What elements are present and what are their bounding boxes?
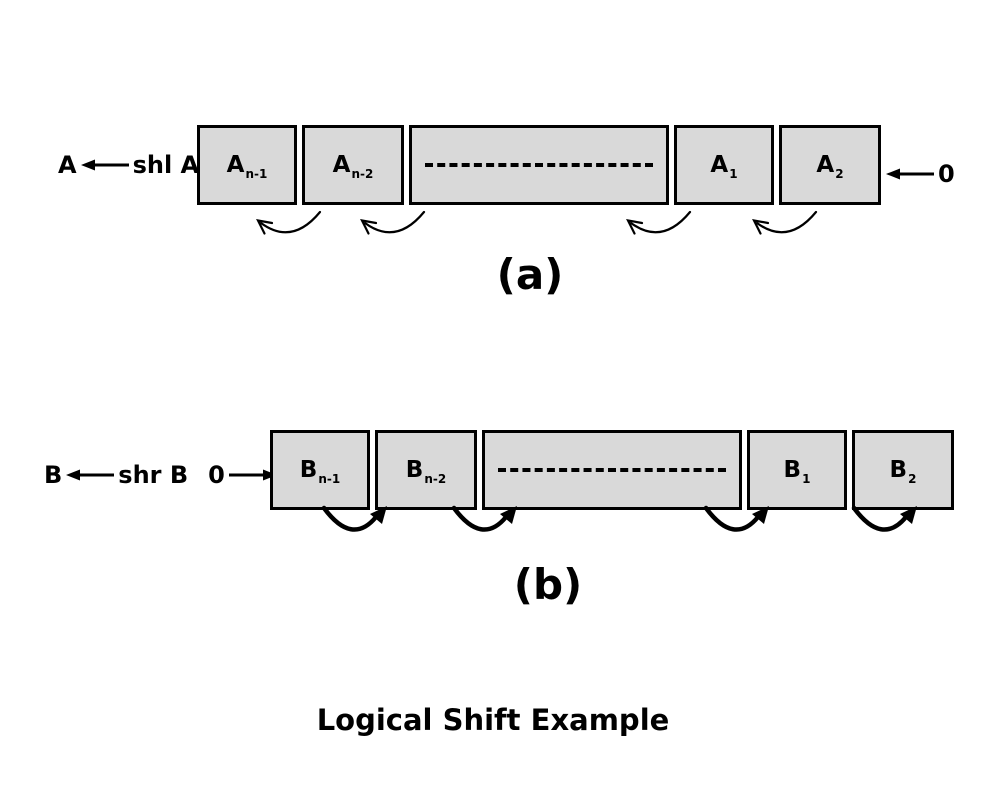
left-arrow-icon (886, 168, 934, 180)
cell-a-n-1-label: An-1 (226, 152, 268, 181)
cell-b-n-1: Bn-1 (270, 430, 370, 510)
bit-0-label: 0 (938, 160, 955, 188)
diagram-title: Logical Shift Example (316, 703, 670, 737)
cell-a-2-label: A2 (816, 152, 844, 181)
cell-a-1: A1 (674, 125, 774, 205)
ellipsis-dashed-line (424, 163, 654, 167)
shift-right-curve-icon (703, 505, 769, 532)
cell-a-2: A2 (779, 125, 881, 205)
cell-b-n-2-label: Bn-2 (405, 457, 447, 486)
label-shl-a: A shl A (58, 151, 199, 179)
shift-right-curve-icon (851, 505, 917, 532)
register-a: An-1 An-2 A1 A2 (197, 125, 881, 205)
cell-a-1-label: A1 (710, 152, 738, 181)
cell-b-1: B1 (747, 430, 847, 510)
shift-left-curve-icon (752, 210, 818, 235)
label-shr-b: B shr B 0 (44, 461, 279, 489)
cell-a-n-1: An-1 (197, 125, 297, 205)
left-arrow-icon (80, 159, 129, 171)
cell-b-middle (482, 430, 742, 510)
cell-a-n-2: An-2 (302, 125, 404, 205)
cell-b-n-1-label: Bn-1 (299, 457, 341, 486)
register-b-name: B (44, 461, 63, 489)
shift-left-curve-icon (360, 210, 426, 235)
bit-0-label: 0 (208, 461, 225, 489)
cell-b-1-label: B1 (783, 457, 811, 486)
caption-a: (a) (496, 250, 564, 299)
operation-shr-label: shr B (118, 461, 189, 489)
shift-right-curve-icon (451, 505, 517, 532)
register-b: Bn-1 Bn-2 B1 B2 (270, 430, 954, 510)
right-arrow-icon (228, 469, 277, 481)
register-a-name: A (58, 151, 77, 179)
shift-left-curve-icon (626, 210, 692, 235)
operation-shl-label: shl A (132, 151, 200, 179)
caption-b: (b) (513, 560, 583, 609)
cell-a-n-2-label: An-2 (332, 152, 374, 181)
cell-b-n-2: Bn-2 (375, 430, 477, 510)
cell-b-2-label: B2 (889, 457, 917, 486)
ellipsis-dashed-line (497, 468, 727, 472)
cell-b-2: B2 (852, 430, 954, 510)
shift-left-curve-icon (256, 210, 322, 235)
input-zero-a: 0 (884, 160, 955, 188)
left-arrow-icon (66, 469, 115, 481)
shift-right-curve-icon (321, 505, 387, 532)
cell-a-middle (409, 125, 669, 205)
